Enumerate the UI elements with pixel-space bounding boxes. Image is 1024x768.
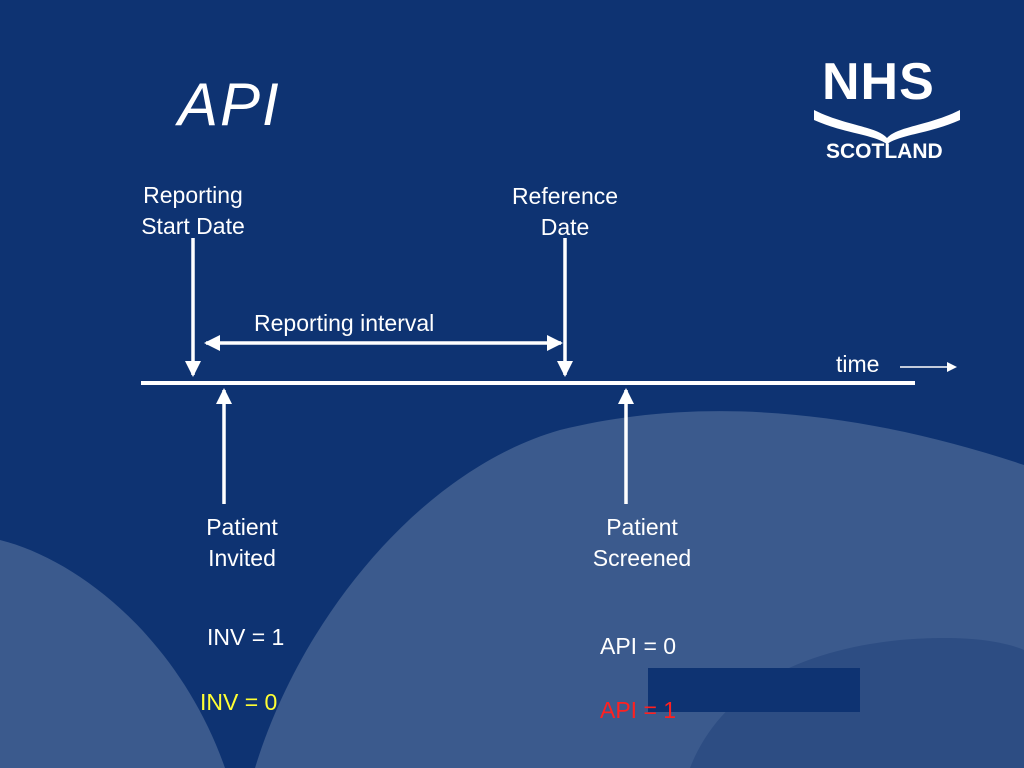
reporting-start-date-label: Reporting Start Date bbox=[141, 182, 245, 239]
patch-box bbox=[648, 668, 860, 712]
logo-nhs-text: NHS bbox=[822, 53, 935, 111]
logo-book-icon bbox=[814, 110, 960, 144]
time-label: time bbox=[836, 351, 880, 377]
nhs-scotland-logo: NHS SCOTLAND bbox=[806, 53, 968, 168]
api-0-label: API = 0 bbox=[600, 633, 677, 659]
logo-scotland-text: SCOTLAND bbox=[826, 140, 943, 163]
swoosh-left bbox=[0, 540, 225, 768]
reporting-interval-label: Reporting interval bbox=[254, 310, 435, 336]
inv-1-label: INV = 1 bbox=[207, 624, 285, 650]
reference-date-label: Reference Date bbox=[511, 183, 619, 240]
inv-0-label: INV = 0 bbox=[200, 689, 278, 715]
slide-title: API bbox=[178, 71, 281, 138]
api-1-label: API = 1 bbox=[600, 697, 677, 723]
patient-screened-label: Patient Screened bbox=[592, 514, 692, 571]
patient-invited-label: Patient Invited bbox=[206, 514, 278, 571]
